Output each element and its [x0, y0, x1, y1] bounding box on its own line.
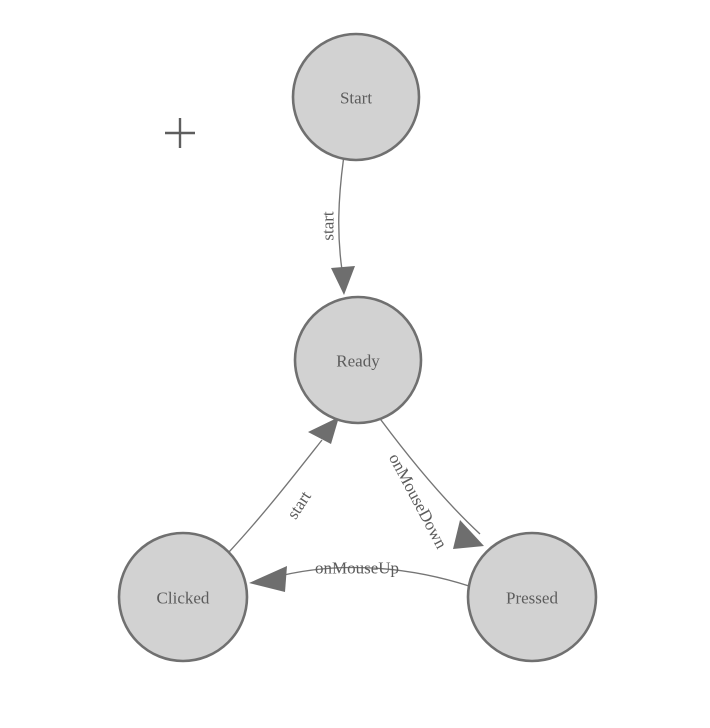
edge-path-ready-to-pressed [377, 415, 481, 535]
edge-path-pressed-to-clicked [271, 566, 470, 587]
node-ready-label: Ready [336, 352, 380, 371]
edge-label-start-to-ready: start [319, 211, 338, 241]
arrowhead-into-ready-bottomleft [308, 417, 339, 444]
edge-path-clicked-to-ready [228, 439, 323, 553]
arrowhead-into-clicked [249, 566, 287, 592]
edge-path-start-to-ready [338, 158, 345, 271]
node-clicked[interactable]: Clicked [117, 531, 249, 663]
node-start-circle[interactable] [291, 32, 421, 162]
node-clicked-label: Clicked [157, 589, 210, 608]
node-clicked-circle[interactable] [117, 531, 249, 663]
arrowhead-into-pressed [453, 520, 484, 549]
edge-label-pressed-to-clicked: onMouseUp [315, 559, 399, 578]
node-pressed[interactable]: Pressed [466, 531, 598, 663]
node-ready-circle[interactable] [293, 295, 423, 425]
edge-label-ready-to-pressed: onMouseDown [385, 450, 451, 552]
node-pressed-circle[interactable] [466, 531, 598, 663]
edge-start-to-ready[interactable] [331, 158, 355, 295]
node-ready[interactable]: Ready [293, 295, 423, 425]
node-start[interactable]: Start [291, 32, 421, 162]
node-pressed-label: Pressed [506, 589, 558, 608]
edge-clicked-to-ready[interactable] [228, 417, 339, 553]
crosshair-icon [165, 118, 195, 148]
edge-ready-to-pressed[interactable] [377, 415, 484, 549]
edge-label-clicked-to-ready: start [283, 487, 315, 522]
edge-pressed-to-clicked[interactable] [249, 566, 470, 592]
arrowhead-into-ready-top [331, 266, 355, 295]
node-start-label: Start [340, 89, 372, 108]
